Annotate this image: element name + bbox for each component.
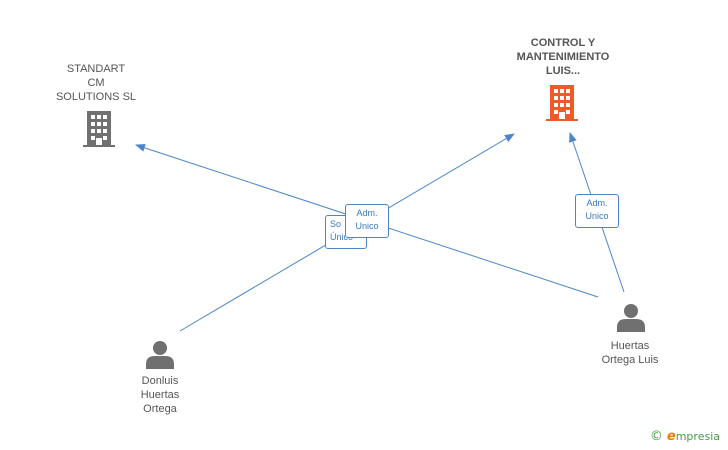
label-line: Unico	[585, 211, 609, 221]
empresia-logo: ©empresia	[650, 429, 720, 444]
label-line: Huertas	[140, 389, 180, 401]
person-icon[interactable]	[616, 302, 646, 332]
label-line: Unico	[355, 221, 379, 231]
label-line: CONTROL Y	[530, 37, 596, 49]
label-line: Único	[330, 232, 354, 242]
brand-name: mpresia	[675, 430, 720, 443]
node-label-donluis[interactable]: Donluis Huertas Ortega	[110, 374, 210, 416]
edge-label-adm-unico-right[interactable]: Adm. Unico	[575, 194, 619, 228]
label-line: Adm.	[586, 198, 608, 208]
label-line: SOLUTIONS SL	[55, 91, 137, 103]
building-icon[interactable]	[83, 111, 115, 147]
label-line: Huertas	[610, 340, 650, 352]
label-line: Ortega Luis	[601, 354, 659, 366]
label-line: So	[330, 219, 342, 229]
node-label-huertas[interactable]: Huertas Ortega Luis	[580, 339, 680, 367]
label-line: Adm.	[356, 208, 378, 218]
edge-label-adm-unico[interactable]: Adm. Unico	[345, 204, 389, 238]
node-label-control[interactable]: CONTROL Y MANTENIMIENTO LUIS...	[496, 36, 630, 78]
building-icon[interactable]	[546, 85, 578, 121]
copyright-symbol: ©	[649, 429, 663, 444]
label-line: MANTENIMIENTO	[516, 51, 610, 63]
label-line: STANDART	[66, 63, 126, 75]
node-label-standart[interactable]: STANDART CM SOLUTIONS SL	[40, 62, 152, 104]
label-line: CM	[87, 77, 105, 89]
label-line: Donluis	[141, 375, 179, 387]
label-line: LUIS...	[545, 65, 581, 77]
label-line: Ortega	[143, 403, 177, 415]
person-icon[interactable]	[145, 339, 175, 369]
brand-initial: e	[666, 429, 676, 444]
